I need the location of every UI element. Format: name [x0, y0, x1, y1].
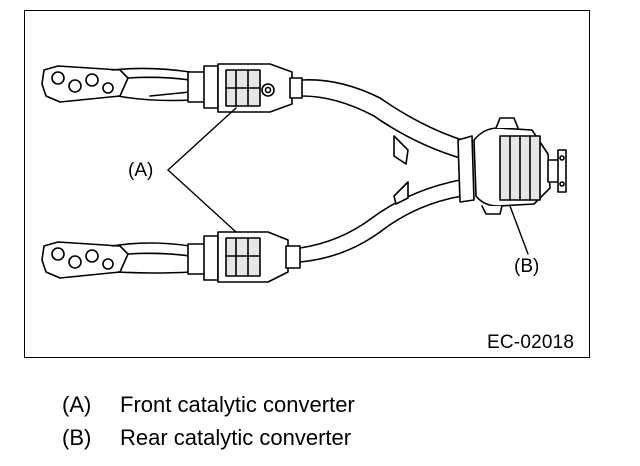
front-catalytic-converter-lower [187, 231, 301, 283]
callout-b: (B) [514, 256, 539, 277]
legend-key: (B) [62, 425, 92, 450]
legend-item: (A) Front catalytic converter [62, 392, 355, 425]
legend-key: (A) [62, 392, 92, 417]
legend: (A) Front catalytic converter (B) Rear c… [62, 392, 355, 458]
upper-manifold [41, 65, 193, 103]
heat-shield-brackets [393, 135, 409, 205]
leader-lines [167, 107, 529, 255]
lower-manifold [41, 241, 193, 279]
figure-frame [24, 10, 590, 358]
upper-pipe [301, 79, 463, 159]
legend-text: Rear catalytic converter [120, 425, 352, 450]
front-catalytic-converter-upper [187, 63, 303, 113]
legend-text: Front catalytic converter [120, 392, 355, 417]
rear-catalytic-converter [457, 117, 567, 215]
callout-a: (A) [128, 160, 153, 181]
legend-item: (B) Rear catalytic converter [62, 425, 355, 458]
figure-code: EC-02018 [487, 332, 575, 353]
lower-pipe [299, 179, 463, 263]
